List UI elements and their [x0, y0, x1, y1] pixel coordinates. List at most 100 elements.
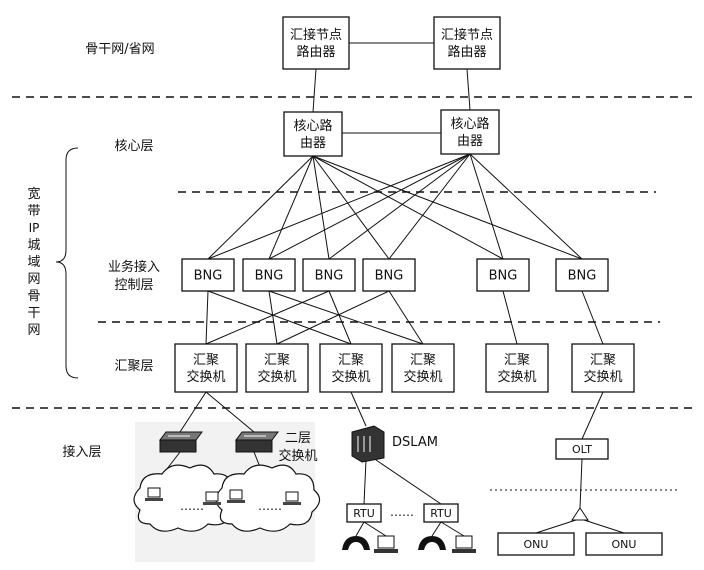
bng-switch-link — [207, 290, 352, 345]
pc-icon — [452, 535, 476, 553]
aggregation-router-label: 路由器 — [296, 44, 335, 60]
side-label: 宽 带 IP 城 域 网 骨 干 网 — [27, 186, 40, 338]
bng-node: BNG — [242, 258, 296, 292]
bng-node-label: BNG — [194, 269, 223, 284]
layer-label-backbone: 骨干网/省网 — [85, 42, 154, 57]
pc-icon — [374, 535, 398, 553]
aggregation-switch-label: 汇聚 — [504, 353, 530, 368]
bng-node-label: BNG — [375, 269, 404, 284]
bng-node-box — [181, 258, 235, 292]
bng-node-box — [362, 258, 416, 292]
access-link — [440, 521, 465, 537]
bng-node-label: BNG — [255, 269, 284, 284]
core-bng-link — [328, 153, 471, 260]
aggregation-switch-box — [485, 343, 549, 393]
bng-node: BNG — [362, 258, 416, 292]
bng-node: BNG — [555, 258, 609, 292]
side-label-char: 骨 — [27, 289, 40, 304]
pc-icon — [203, 491, 221, 505]
access-link — [205, 391, 255, 433]
side-label-char: 宽 — [27, 186, 40, 202]
bng-switch-link — [268, 290, 424, 345]
access-link — [350, 391, 367, 427]
layer-label-bras-line2: 控制层 — [114, 278, 153, 293]
aggregation-switch-label: 汇聚 — [193, 353, 219, 368]
side-label-char: 干 — [27, 306, 40, 321]
uplink — [466, 68, 471, 111]
bng-switch-link — [502, 290, 518, 345]
dslam-icon — [351, 425, 385, 463]
bng-switch-link — [328, 290, 352, 345]
layer2-switch-label-line1: 二层 — [285, 431, 311, 446]
core-router-label: 由器 — [300, 136, 326, 151]
aggregation-switch-label: 交换机 — [186, 369, 225, 385]
rtu-node-label: RTU — [430, 507, 452, 520]
bng-switch-link — [268, 290, 278, 345]
core-bng-link — [207, 153, 471, 260]
pc-icon — [145, 487, 163, 501]
dslam-label: DSLAM — [392, 435, 438, 450]
core-bng-link — [268, 155, 314, 260]
cloud — [215, 464, 321, 532]
uplink — [312, 68, 317, 113]
bng-node-label: BNG — [489, 269, 518, 284]
layer-label-aggregation: 汇聚层 — [114, 359, 153, 374]
aggregation-switch-box — [245, 343, 309, 393]
core-router-label: 由器 — [457, 134, 483, 149]
pon-link — [535, 519, 577, 534]
access-link — [581, 391, 604, 440]
rtu-node: RTU — [423, 503, 459, 523]
core-bng-link — [312, 155, 330, 260]
side-label-char: 带 — [27, 204, 40, 219]
aggregation-switch-label: 汇聚 — [264, 353, 290, 368]
bng-node-box — [555, 258, 609, 292]
links — [159, 42, 625, 537]
rtu-ellipsis: …… — [390, 505, 414, 519]
access-link — [431, 521, 442, 537]
core-bng-link — [469, 153, 504, 260]
core-bng-link — [469, 153, 583, 260]
bng-node: BNG — [302, 258, 356, 292]
olt-node: OLT — [555, 438, 609, 460]
side-label-char: 网 — [27, 272, 40, 287]
bng-node-box — [302, 258, 356, 292]
brace — [55, 147, 79, 379]
core-bng-link — [207, 155, 314, 260]
side-label-char: 城 — [27, 238, 40, 253]
core-router-box — [283, 111, 343, 157]
bng-switch-link — [388, 290, 424, 345]
bng-node-box — [476, 258, 530, 292]
onu-node-box — [497, 532, 575, 556]
aggregation-switch-box — [391, 343, 455, 393]
core-bng-link — [312, 155, 390, 260]
pon-link — [583, 519, 625, 534]
bng-switch-link — [276, 290, 390, 345]
rtu-node-label: RTU — [353, 507, 375, 520]
core-bng-link — [312, 155, 504, 260]
onu-node-label: ONU — [612, 538, 637, 551]
aggregation-router-box — [433, 16, 501, 70]
core-bng-link — [312, 155, 583, 260]
cloud-ellipsis: …… — [180, 499, 204, 513]
side-label-char: 网 — [27, 323, 40, 338]
bng-switch-link — [205, 290, 209, 345]
rtu-node: RTU — [346, 503, 382, 523]
aggregation-router-label: 汇接节点 — [441, 27, 493, 43]
core-router-box — [440, 109, 500, 155]
olt-node-box — [555, 438, 609, 460]
aggregation-switch-box — [571, 343, 635, 393]
onu-node: ONU — [497, 532, 575, 556]
bng-switch-link — [581, 290, 604, 345]
onu-node-label: ONU — [524, 538, 549, 551]
aggregation-switch-box — [174, 343, 238, 393]
aggregation-switch-label: 汇聚 — [590, 353, 616, 368]
